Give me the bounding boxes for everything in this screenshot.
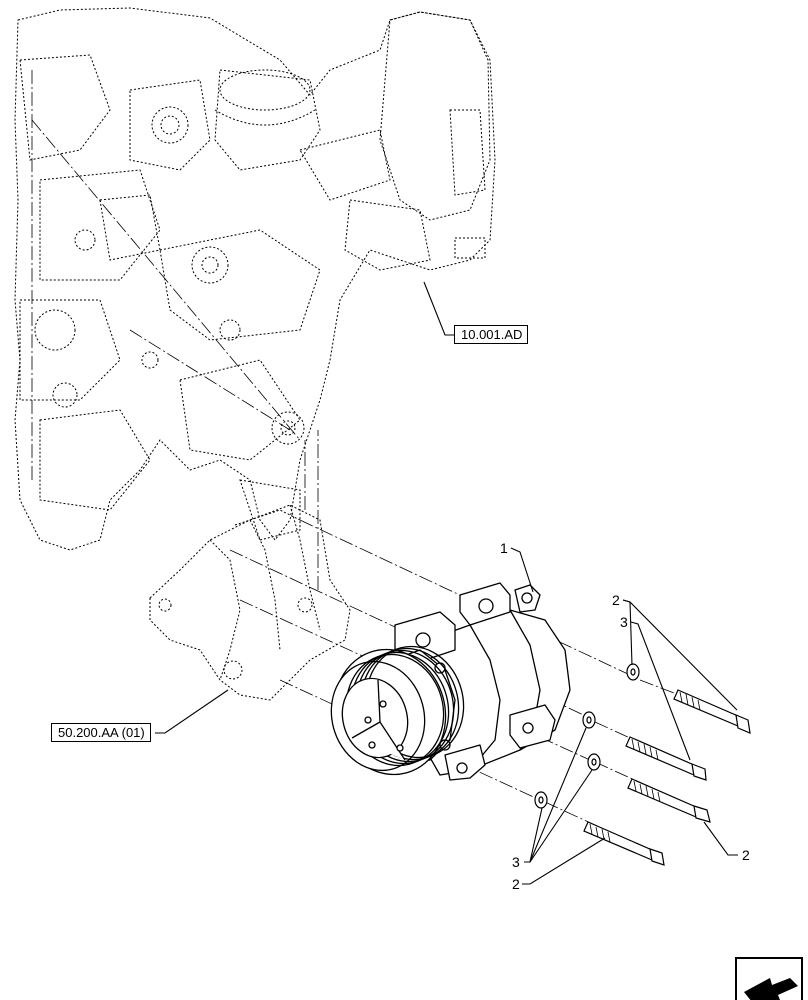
bolt-1 xyxy=(673,689,751,734)
callout-compressor: 1 xyxy=(500,540,508,556)
callout-bolt-bottom: 2 xyxy=(512,876,520,892)
bolt-4 xyxy=(583,821,665,866)
mounting-bracket xyxy=(149,504,351,701)
ac-compressor xyxy=(330,582,571,781)
return-arrow-icon[interactable] xyxy=(735,957,803,1000)
bolt-3 xyxy=(627,778,711,823)
bolt-2 xyxy=(625,736,707,781)
engine-reference-label[interactable]: 10.001.AD xyxy=(454,325,529,344)
engine-block xyxy=(14,7,496,551)
callout-bolt-top: 2 xyxy=(612,592,620,608)
callout-bolt-right: 2 xyxy=(742,847,750,863)
callout-washer-top: 3 xyxy=(620,614,628,630)
bolts xyxy=(583,689,751,866)
washers xyxy=(534,663,640,809)
bracket-reference-label[interactable]: 50.200.AA (01) xyxy=(51,723,151,742)
leader-lines xyxy=(155,281,738,885)
callout-washer-bottom: 3 xyxy=(512,854,520,870)
